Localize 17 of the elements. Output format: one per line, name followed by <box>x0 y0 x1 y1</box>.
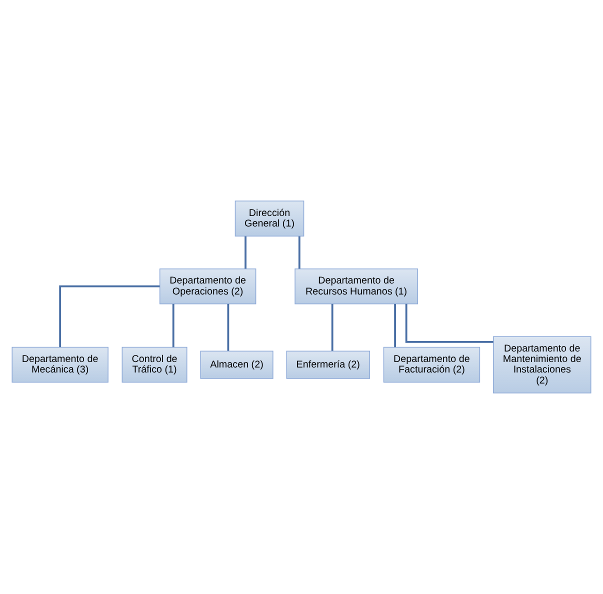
node-box: Almacen (2) <box>200 350 274 379</box>
node-box: Departamento de Mecánica (3) <box>12 346 108 383</box>
node-box: Departamento de Facturación (2) <box>383 346 480 383</box>
connector <box>331 304 334 351</box>
connector <box>298 236 300 269</box>
connector <box>59 285 160 348</box>
connector <box>244 236 246 269</box>
connector <box>172 304 174 348</box>
node-box: Control de Tráfico (1) <box>122 346 188 383</box>
connector <box>394 304 396 348</box>
node-box: Departamento de Recursos Humanos (1) <box>294 268 418 304</box>
connector <box>405 304 494 343</box>
node-box: Departamento de Operaciones (2) <box>159 268 256 304</box>
node-box: Departamento de Mantenimiento de Instalaciones (2) <box>493 336 592 394</box>
node-box: Dirección General (1) <box>234 200 304 236</box>
node-box: Enfermería (2) <box>286 350 370 379</box>
connector <box>227 304 230 351</box>
